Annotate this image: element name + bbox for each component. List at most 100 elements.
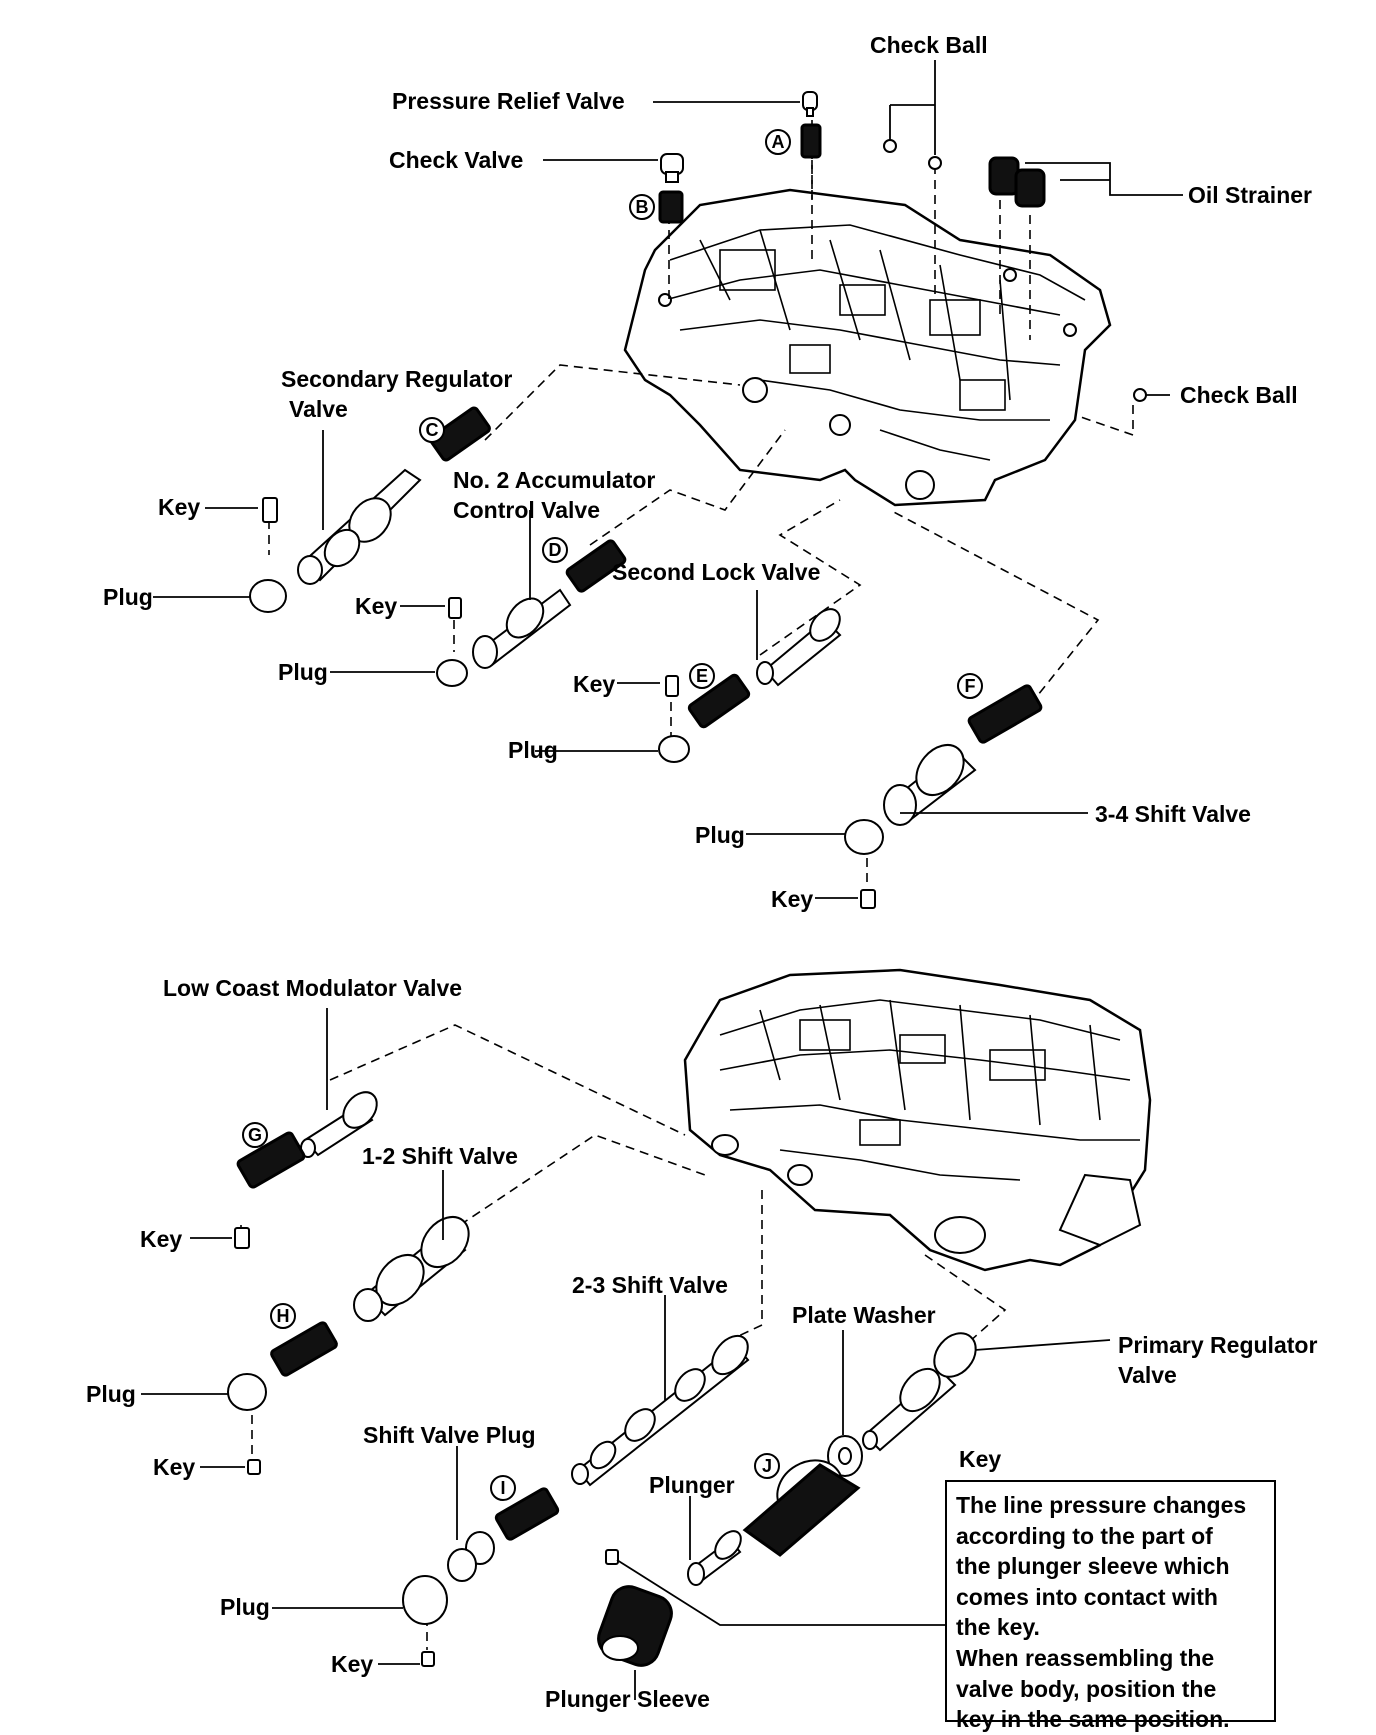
label-shift-valve-23: 2-3 Shift Valve	[572, 1272, 728, 1298]
spring-f	[967, 684, 1043, 744]
spring-j	[742, 1459, 861, 1557]
key-2-part	[448, 597, 462, 619]
label-plug-5: Plug	[86, 1381, 136, 1407]
note-line: valve body, position the	[956, 1675, 1217, 1702]
plate-washer-part	[827, 1435, 863, 1477]
label-key-7: Key	[331, 1651, 373, 1677]
label-plug-2: Plug	[278, 659, 328, 685]
label-plunger-sleeve: Plunger Sleeve	[545, 1686, 710, 1712]
label-plug-6: Plug	[220, 1594, 270, 1620]
note-line: the key.	[956, 1614, 1040, 1641]
callout-d: D	[542, 537, 568, 563]
note-line: comes into contact with	[956, 1583, 1218, 1610]
spring-b	[658, 190, 684, 224]
plug-3-part	[658, 735, 690, 763]
second-lock-valve-part	[756, 608, 842, 687]
label-key-4: Key	[771, 886, 813, 912]
label-check-ball-right: Check Ball	[1180, 382, 1298, 408]
label-primary-regulator-line2: Valve	[1118, 1362, 1177, 1388]
plunger-sleeve-part	[597, 1585, 673, 1667]
key-5-part	[234, 1227, 250, 1249]
label-no2-accumulator-line2: Control Valve	[453, 497, 600, 523]
key-1-part	[262, 497, 278, 523]
low-coast-modulator-valve-part	[300, 1091, 378, 1158]
label-key-1: Key	[158, 494, 200, 520]
note-line: the plunger sleeve which	[956, 1553, 1230, 1580]
svg-text:I: I	[500, 1478, 505, 1498]
plug-6-part	[402, 1575, 448, 1625]
note-line: When reassembling the	[956, 1644, 1215, 1671]
label-plate-washer: Plate Washer	[792, 1302, 936, 1328]
label-low-coast-modulator-valve: Low Coast Modulator Valve	[163, 975, 462, 1001]
callout-h: H	[270, 1303, 296, 1329]
spring-i	[494, 1487, 560, 1541]
callout-i: I	[490, 1475, 516, 1501]
label-pressure-relief-valve: Pressure Relief Valve	[392, 88, 625, 114]
label-shift-valve-34: 3-4 Shift Valve	[1095, 801, 1251, 827]
spring-e	[687, 673, 751, 729]
note-line: key in the same position.	[956, 1706, 1230, 1733]
label-key-2: Key	[355, 593, 397, 619]
label-shift-valve-plug: Shift Valve Plug	[363, 1422, 536, 1448]
secondary-regulator-valve-part	[297, 468, 422, 585]
plunger-part	[687, 1530, 742, 1586]
label-primary-regulator-line1: Primary Regulator	[1118, 1332, 1317, 1358]
svg-text:H: H	[277, 1306, 290, 1326]
shift-valve-23-part	[571, 1334, 750, 1487]
note-line: according to the part of	[956, 1522, 1213, 1549]
plug-5-part	[227, 1373, 267, 1411]
label-key-5: Key	[140, 1226, 182, 1252]
label-plug-4: Plug	[695, 822, 745, 848]
callout-b: B	[629, 194, 655, 220]
plunger-key-part	[605, 1549, 619, 1565]
label-oil-strainer: Oil Strainer	[1188, 182, 1312, 208]
pressure-relief-valve-part	[802, 91, 818, 117]
key-6-part	[247, 1459, 261, 1475]
label-plunger: Plunger	[649, 1472, 735, 1498]
plug-1-part	[249, 579, 287, 613]
label-key-note-title: Key	[959, 1446, 1001, 1472]
svg-text:D: D	[549, 540, 562, 560]
callout-f: F	[957, 673, 983, 699]
shift-valve-12-part	[353, 1215, 470, 1322]
key-7-part	[421, 1651, 435, 1667]
shift-valve-34-part	[883, 743, 977, 826]
leader-lines	[141, 60, 1183, 1700]
callout-j: J	[754, 1453, 780, 1479]
spring-c	[429, 406, 491, 462]
label-secondary-regulator-valve-line1: Secondary Regulator	[281, 366, 512, 392]
spring-h	[270, 1321, 338, 1377]
check-valve-part	[660, 153, 684, 183]
callout-e: E	[689, 663, 715, 689]
plug-4-part	[844, 819, 884, 855]
spring-g	[236, 1131, 306, 1189]
shift-valve-plug-part	[447, 1531, 495, 1582]
svg-text:J: J	[762, 1456, 772, 1476]
note-line: The line pressure changes	[956, 1492, 1247, 1518]
label-second-lock-valve: Second Lock Valve	[612, 559, 820, 585]
no2-accumulator-control-valve-part	[472, 588, 572, 669]
spring-d	[565, 539, 627, 593]
primary-regulator-valve-part	[862, 1332, 977, 1452]
svg-text:C: C	[426, 420, 439, 440]
label-key-6: Key	[153, 1454, 195, 1480]
oil-strainer-part	[988, 156, 1046, 208]
label-key-3: Key	[573, 671, 615, 697]
label-shift-valve-12: 1-2 Shift Valve	[362, 1143, 518, 1169]
label-plug-1: Plug	[103, 584, 153, 610]
label-check-valve: Check Valve	[389, 147, 523, 173]
callout-g: G	[242, 1122, 268, 1148]
key-3-part	[665, 675, 679, 697]
key-note-box: The line pressure changes according to t…	[945, 1480, 1276, 1732]
lower-valve-body	[683, 968, 1152, 1272]
label-secondary-regulator-valve-line2: Valve	[289, 396, 348, 422]
check-ball-top-balls	[883, 139, 942, 170]
svg-text:G: G	[248, 1125, 262, 1145]
label-check-ball-top: Check Ball	[870, 32, 988, 58]
svg-text:B: B	[636, 197, 649, 217]
key-4-part	[860, 889, 876, 909]
explode-guide-lines	[240, 105, 1134, 1650]
plug-2-part	[436, 659, 468, 687]
svg-text:A: A	[772, 132, 785, 152]
